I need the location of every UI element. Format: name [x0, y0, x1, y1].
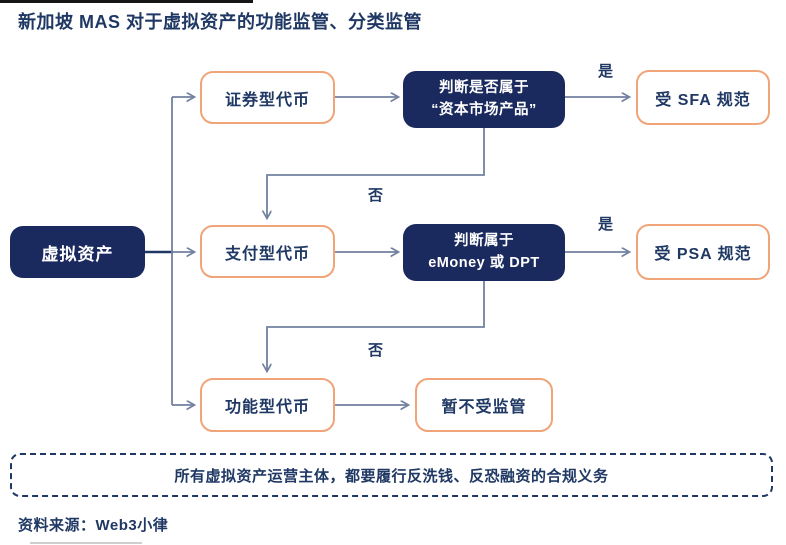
source-attribution: 资料来源：Web3小律: [18, 517, 169, 534]
page-title: 新加坡 MAS 对于虚拟资产的功能监管、分类监管: [18, 12, 422, 32]
node-unregulated-label: 暂不受监管: [441, 399, 527, 416]
node-sfa-result: 受 SFA 规范: [636, 70, 770, 125]
node-psa-result: 受 PSA 规范: [636, 224, 770, 280]
edge-label-yes-mid: 是: [598, 216, 614, 233]
edge-label-no-top: 否: [368, 187, 384, 204]
node-virtual-asset-label: 虚拟资产: [41, 244, 114, 264]
decision-cmp-line2: “资本市场产品”: [431, 101, 537, 118]
node-utility-token-label: 功能型代币: [224, 399, 310, 416]
compliance-note-text: 所有虚拟资产运营主体，都要履行反洗钱、反恐融资的合规义务: [174, 467, 609, 485]
node-payment-token-label: 支付型代币: [224, 245, 310, 263]
edge-label-yes-top: 是: [598, 63, 614, 80]
node-unregulated: 暂不受监管: [415, 378, 553, 432]
bottom-edge-artifact: [30, 542, 142, 544]
top-edge-artifact: [0, 0, 253, 3]
edge-label-no-mid: 否: [368, 342, 384, 359]
node-virtual-asset: 虚拟资产: [10, 226, 145, 278]
decision-emoney-line1: 判断属于: [454, 233, 514, 250]
decision-cmp-line1: 判断是否属于: [439, 80, 529, 97]
node-decision-capital-market-product: 判断是否属于 “资本市场产品”: [403, 71, 565, 128]
compliance-note-box: 所有虚拟资产运营主体，都要履行反洗钱、反恐融资的合规义务: [10, 453, 773, 497]
decision-emoney-line2: eMoney 或 DPT: [428, 254, 540, 271]
node-psa-result-label: 受 PSA 规范: [654, 246, 752, 263]
node-security-token: 证券型代币: [200, 71, 335, 124]
node-sfa-result-label: 受 SFA 规范: [655, 91, 751, 109]
node-decision-emoney-dpt: 判断属于 eMoney 或 DPT: [403, 224, 565, 281]
node-payment-token: 支付型代币: [200, 225, 335, 278]
node-security-token-label: 证券型代币: [224, 91, 310, 109]
node-utility-token: 功能型代币: [200, 378, 335, 432]
